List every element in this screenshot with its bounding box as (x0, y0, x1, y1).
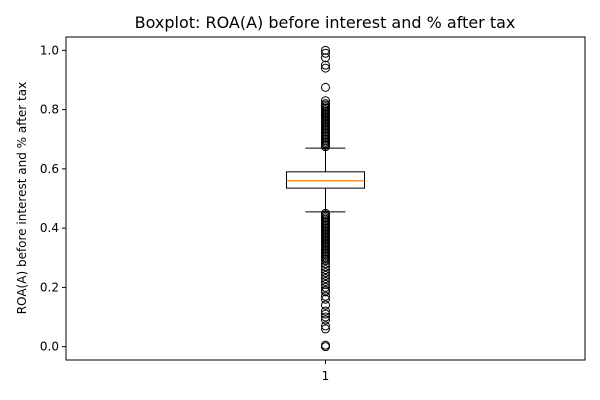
outlier-point (321, 315, 330, 325)
plot-area: 0.0 0.2 0.4 0.6 0.8 1.0 1 (40, 43, 365, 383)
outlier-point (321, 306, 330, 316)
outlier-point (321, 265, 330, 275)
x-tick-label: 1 (322, 369, 330, 383)
outlier-point (321, 274, 330, 284)
outlier-point (321, 324, 330, 334)
outlier-point (321, 312, 330, 322)
y-tick-label: 0.0 (40, 340, 59, 354)
outlier-point (321, 99, 330, 109)
outlier-point (321, 259, 330, 269)
outlier-point (321, 309, 330, 319)
y-tick-label: 1.0 (40, 43, 59, 57)
outlier-point (321, 48, 330, 58)
outlier-point (321, 342, 330, 352)
outlier-point (321, 282, 330, 292)
outlier-point (321, 300, 330, 310)
outlier-point (321, 271, 330, 281)
outlier-point (321, 82, 330, 92)
outlier-point (321, 294, 330, 304)
outlier-point (321, 279, 330, 289)
iqr-box (286, 171, 365, 189)
outlier-point (321, 45, 330, 55)
outlier-point (321, 53, 330, 63)
y-tick-label: 0.6 (40, 162, 59, 176)
y-tick-label: 0.4 (40, 221, 59, 235)
outlier-point (321, 60, 330, 70)
outlier-point (321, 262, 330, 272)
chart-title: Boxplot: ROA(A) before interest and % af… (135, 13, 516, 32)
y-tick-label: 0.8 (40, 103, 59, 117)
axes-frame (65, 36, 586, 361)
outlier-point (321, 268, 330, 278)
outlier-point (321, 96, 330, 106)
outlier-point (321, 63, 330, 73)
outlier-point (321, 321, 330, 331)
y-tick-label: 0.2 (40, 280, 59, 294)
outlier-point (321, 256, 330, 266)
outlier-point (321, 276, 330, 286)
outlier-point (321, 287, 330, 297)
y-axis-label: ROA(A) before interest and % after tax (15, 82, 29, 314)
outlier-point (321, 291, 330, 301)
